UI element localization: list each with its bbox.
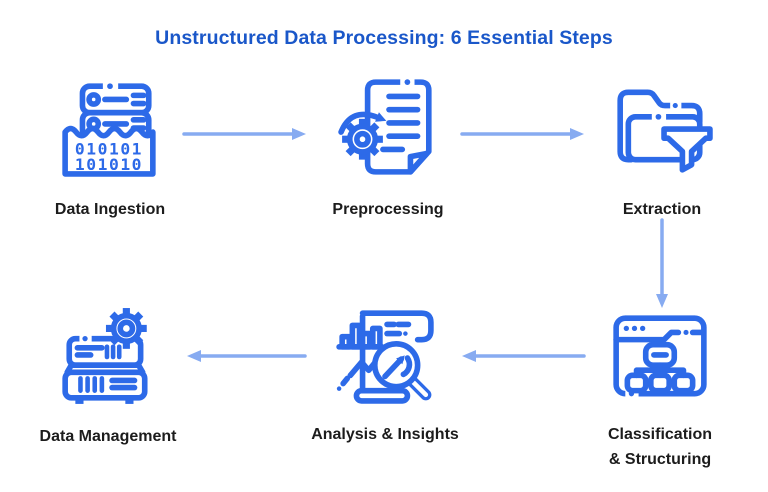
step-label: Data Management: [39, 428, 177, 445]
magnifier-icon: [371, 340, 432, 401]
folder-funnel-icon: [617, 89, 713, 173]
step-data-management: Data Management: [28, 306, 188, 445]
diagram-title: Unstructured Data Processing: 6 Essentia…: [155, 27, 613, 49]
step-label: Analysis & Insights: [311, 426, 459, 443]
step-analysis-insights: Analysis & Insights: [305, 304, 465, 443]
arrow-preprocessing-to-extraction: [460, 128, 584, 140]
arrow-ingestion-to-preprocessing: [182, 128, 306, 140]
funnel-icon: [661, 126, 713, 173]
server-gear-icon: [62, 308, 148, 404]
gear-icon: [105, 308, 147, 349]
server-binary-icon: 010101 101010: [62, 81, 156, 177]
arrow-analysis-to-management: [187, 350, 307, 362]
document-gear-icon: [338, 77, 432, 175]
step-label: Extraction: [622, 201, 702, 218]
step-classification-structuring: Classification & Structuring: [580, 308, 740, 468]
hierarchy-chart: [624, 341, 696, 394]
binary-text-line1: 010101: [75, 140, 143, 159]
arrow-extraction-to-classification: [656, 218, 668, 308]
gear-icon: [342, 118, 383, 160]
step-label: Classification & Structuring: [607, 426, 713, 468]
step-preprocessing: Preprocessing: [308, 76, 468, 218]
window-hierarchy-icon: [613, 315, 707, 399]
report-magnifier-icon: [336, 310, 434, 404]
step-data-ingestion: 010101 101010 Data Ingestion: [30, 76, 190, 218]
step-label: Data Ingestion: [54, 201, 166, 218]
step-extraction: Extraction: [582, 76, 742, 218]
arrow-classification-to-analysis: [462, 350, 586, 362]
binary-text-line2: 101010: [75, 155, 143, 174]
step-label: Preprocessing: [332, 201, 444, 218]
